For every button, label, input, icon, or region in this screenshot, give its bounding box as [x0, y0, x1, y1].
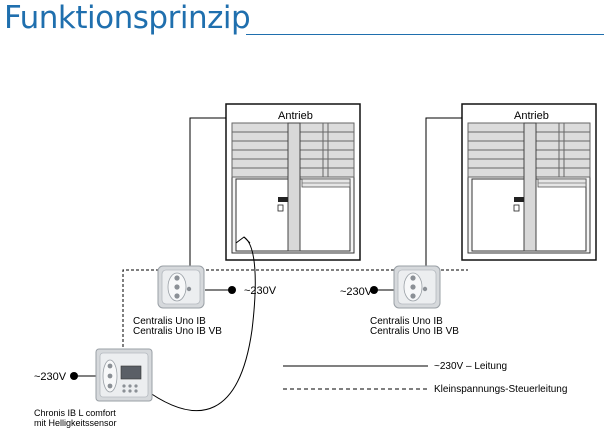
- left-window-shutter: [225, 103, 361, 261]
- wire-end-arrow: [235, 236, 251, 244]
- timer-feature: mit Helligkeitssensor: [34, 418, 117, 428]
- legend: [283, 365, 428, 390]
- timer-model: Chronis IB L comfort: [34, 408, 116, 418]
- timer-voltage: ~230V: [34, 371, 67, 383]
- drive-label-left: Antrieb: [278, 110, 313, 122]
- legend-power-line-label: ~230V – Leitung: [434, 361, 508, 372]
- drive-label-right: Antrieb: [514, 110, 549, 122]
- right-window-shutter: [461, 103, 597, 261]
- receiver-left: [157, 265, 205, 309]
- page-title: Funktionsprinzip: [4, 0, 251, 36]
- legend-control-line-label: Kleinspannungs-Steuerleitung: [434, 384, 568, 395]
- receiver-left-model: Centralis Uno IB: [133, 316, 206, 327]
- timer-unit: [95, 348, 153, 402]
- control-wiring: [122, 269, 468, 377]
- receiver-right-model: Centralis Uno IB: [370, 316, 443, 327]
- receiver-right-voltage: ~230V: [340, 286, 373, 298]
- receiver-right-model-vb: Centralis Uno IB VB: [370, 326, 459, 337]
- title-underline: [246, 34, 604, 35]
- receiver-right: [393, 265, 441, 309]
- receiver-left-voltage: ~230V: [244, 285, 277, 297]
- receiver-left-model-vb: Centralis Uno IB VB: [133, 326, 222, 337]
- connection-dots: [70, 286, 378, 380]
